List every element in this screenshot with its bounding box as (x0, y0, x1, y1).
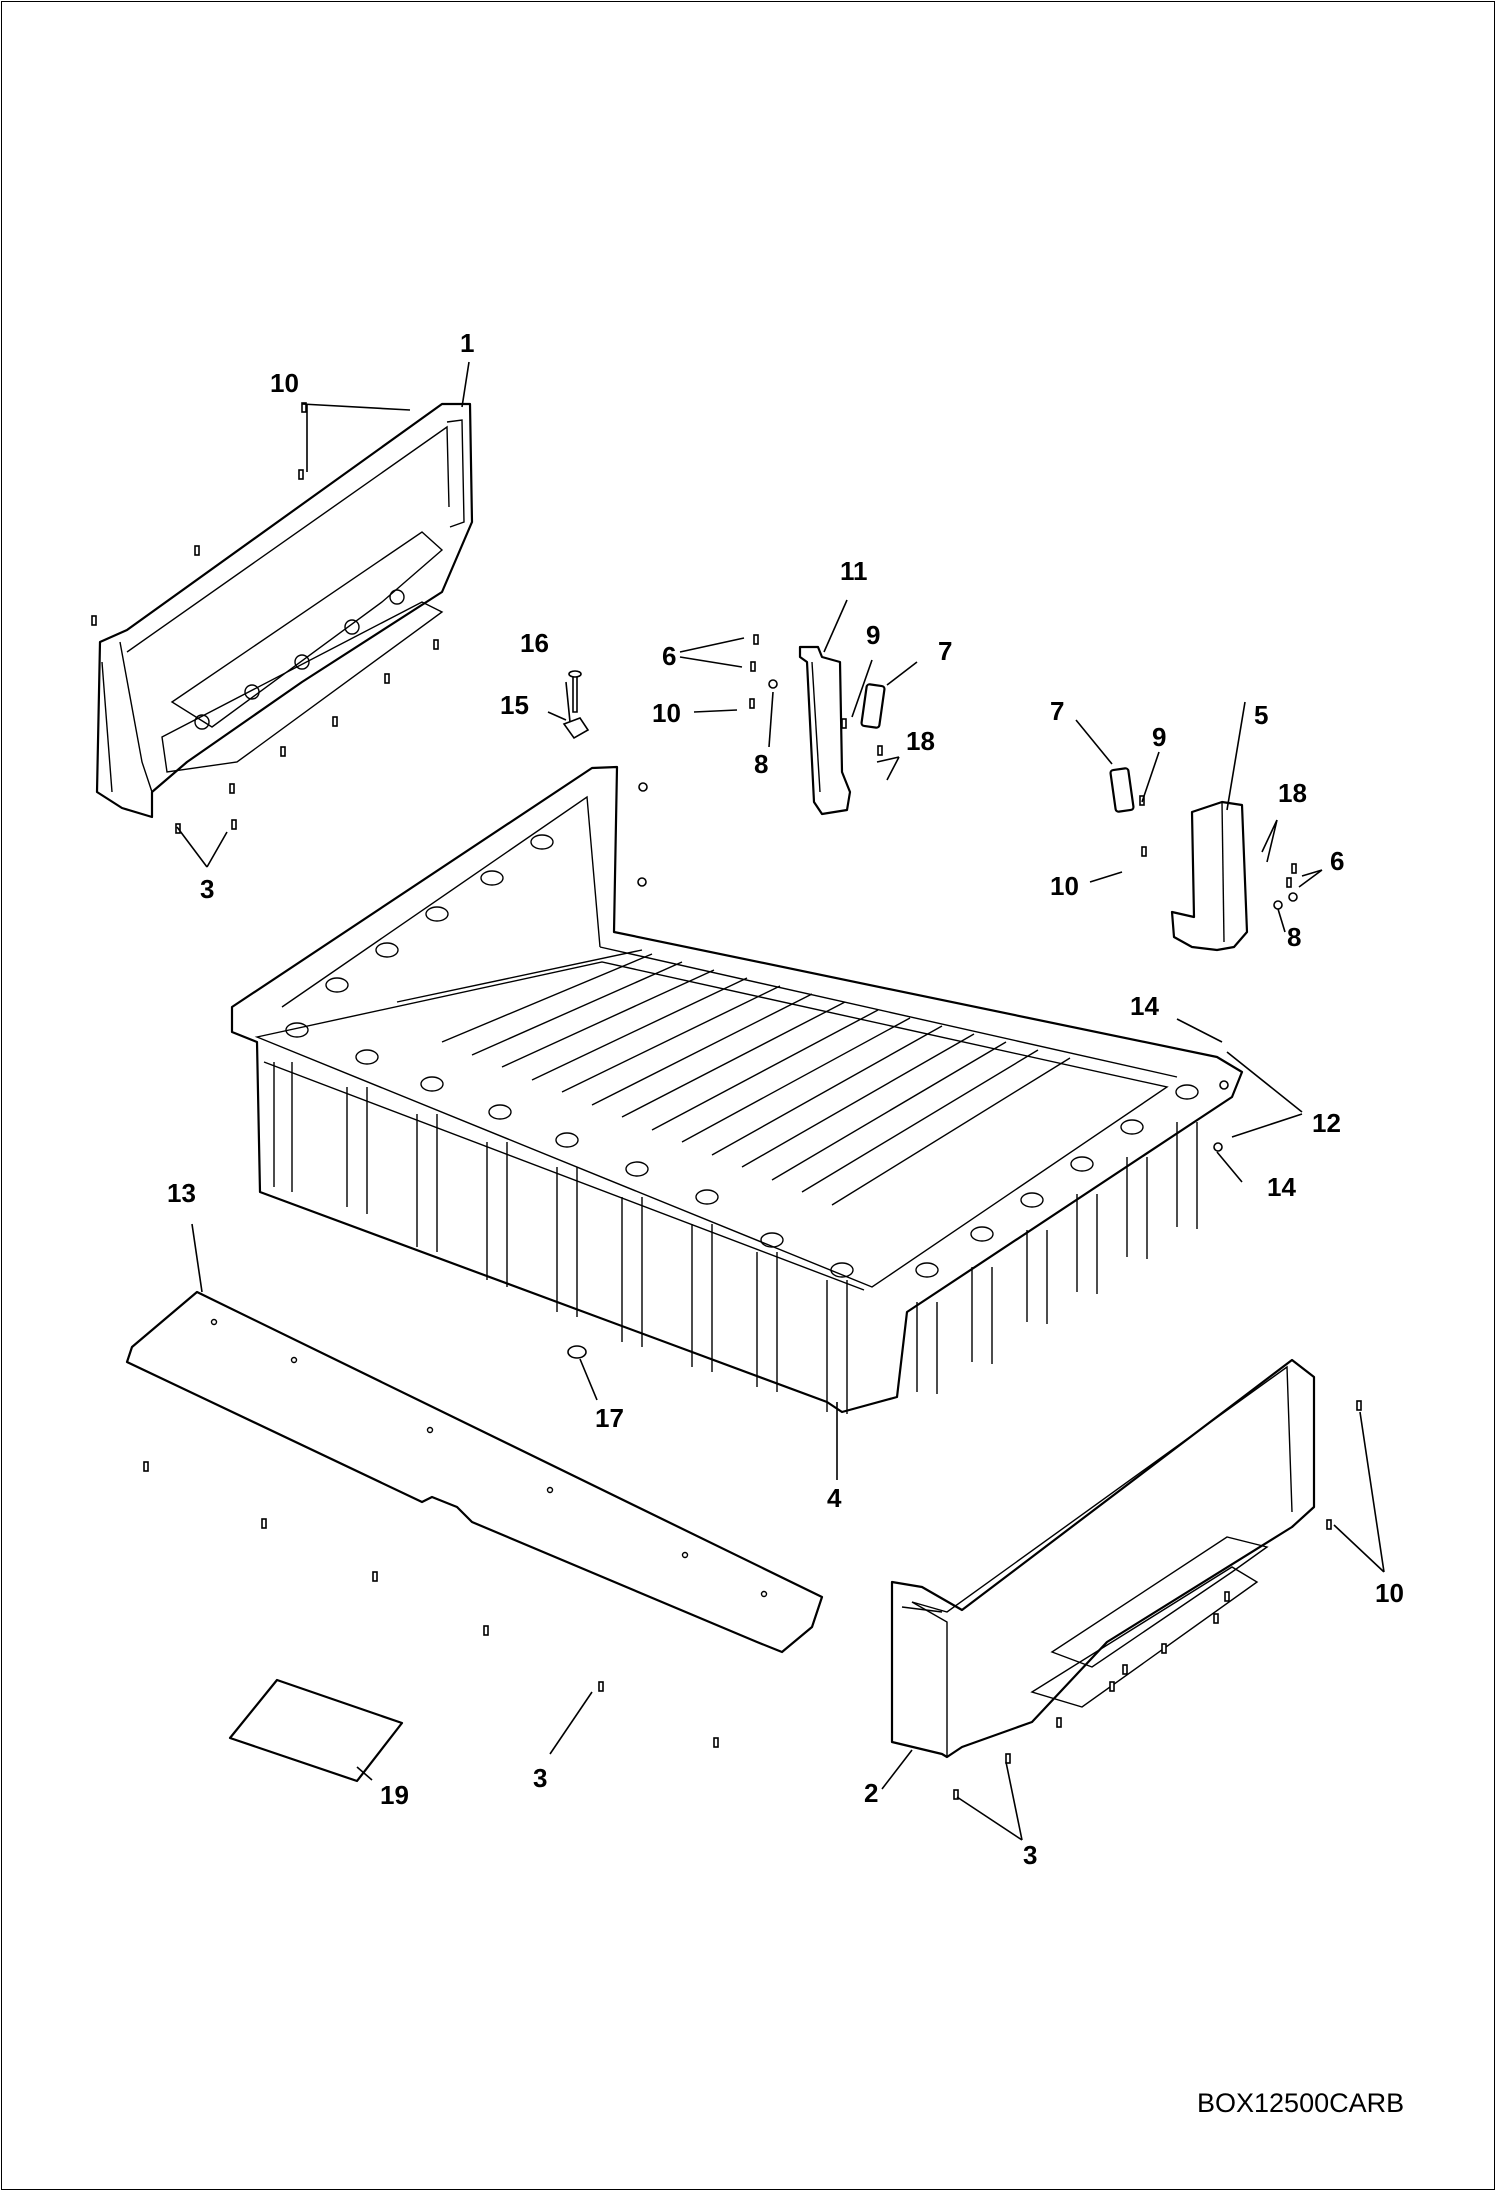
callout-8a: 8 (754, 749, 768, 779)
callout-18b: 18 (1278, 778, 1307, 808)
callout-12: 12 (1312, 1108, 1341, 1138)
callout-1: 1 (460, 328, 474, 358)
callout-9b: 9 (1152, 722, 1166, 752)
cargo-box (230, 765, 1244, 1414)
latch-left (860, 683, 886, 729)
bracket-right (1170, 800, 1249, 952)
callout-labels: 1 10 3 11 6 9 7 16 15 10 8 18 7 9 5 18 6… (167, 328, 1404, 1870)
callout-16: 16 (520, 628, 549, 658)
callout-9a: 9 (866, 620, 880, 650)
bracket-left (798, 645, 852, 816)
leader-lines (176, 361, 1385, 1841)
callout-4: 4 (827, 1483, 842, 1513)
hardware (91, 402, 1362, 1800)
callout-10b: 10 (652, 698, 681, 728)
callout-6b: 6 (1330, 846, 1344, 876)
figure-reference-code: BOX12500CARB (1197, 2088, 1404, 2118)
floor-mat (125, 1290, 824, 1654)
callout-19: 19 (380, 1780, 409, 1810)
callout-13: 13 (167, 1178, 196, 1208)
side-rail-left (95, 402, 474, 819)
side-rail-right (890, 1358, 1316, 1759)
callout-3c: 3 (1023, 1840, 1037, 1870)
callout-14a: 14 (1130, 991, 1159, 1021)
callout-10d: 10 (1375, 1578, 1404, 1608)
callout-6a: 6 (662, 641, 676, 671)
callout-10c: 10 (1050, 871, 1079, 901)
latch-right (1109, 767, 1135, 813)
callout-11: 11 (840, 556, 868, 586)
callout-15: 15 (500, 690, 529, 720)
callout-8b: 8 (1287, 922, 1301, 952)
callout-5: 5 (1254, 700, 1268, 730)
callout-3a: 3 (200, 874, 214, 904)
callout-10a: 10 (270, 368, 299, 398)
callout-18a: 18 (906, 726, 935, 756)
callout-14b: 14 (1267, 1172, 1296, 1202)
decal (228, 1678, 404, 1783)
callout-7b: 7 (1050, 696, 1064, 726)
callout-7a: 7 (938, 636, 952, 666)
callout-3b: 3 (533, 1763, 547, 1793)
callout-2: 2 (864, 1778, 878, 1808)
callout-17: 17 (595, 1403, 624, 1433)
